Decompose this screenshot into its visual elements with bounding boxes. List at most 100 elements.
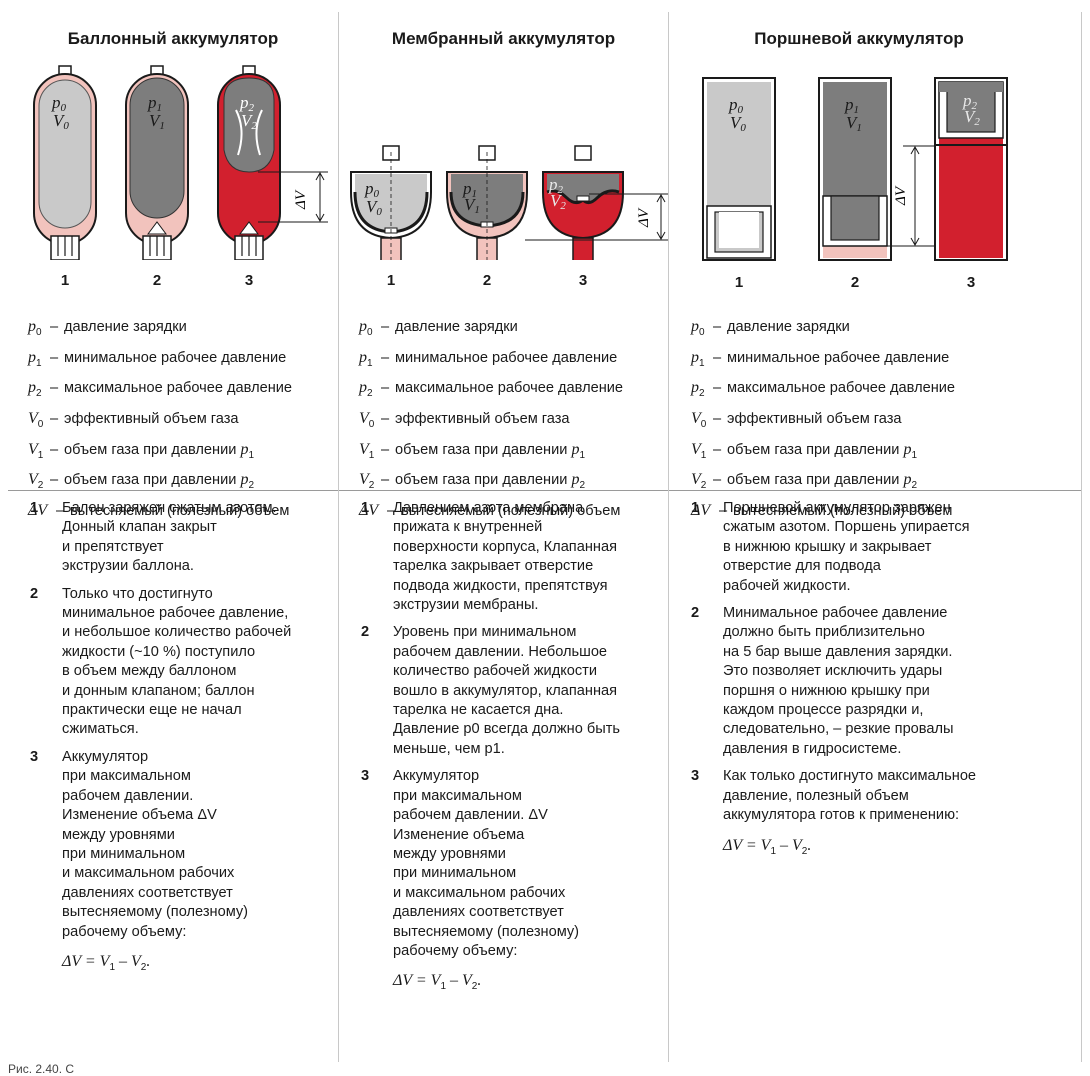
state-number-3: 3 bbox=[578, 272, 588, 289]
column-bladder: Баллонный аккумулятор bbox=[8, 12, 338, 1062]
column-title: Баллонный аккумулятор bbox=[67, 29, 279, 48]
formula-sub-2: 2 bbox=[801, 845, 808, 857]
legend-symbol-subscript: 0 bbox=[368, 419, 375, 431]
delta-v-formula: ΔV = V1 – V2. bbox=[723, 836, 976, 862]
legend-dash: – bbox=[380, 380, 390, 397]
legend-symbol-subscript: 2 bbox=[700, 480, 707, 492]
legend-tail-subscript: 2 bbox=[248, 480, 255, 492]
legend-tail-subscript: 2 bbox=[579, 480, 586, 492]
column-diaphragm: Мембранный аккумулятор bbox=[338, 12, 669, 1062]
legend-text: давление зарядки bbox=[64, 319, 187, 335]
legend-symbol: p2 bbox=[359, 376, 375, 407]
legend-row: ΔV–вытесняемый (полезный) объем bbox=[359, 499, 623, 530]
delta-v-formula: ΔV = V1 – V2. bbox=[393, 971, 620, 997]
step-text: Как только достигнуто максимальное давле… bbox=[723, 768, 977, 824]
legend-symbol: V0 bbox=[359, 407, 375, 438]
legend-row: p1–минимальное рабочее давление bbox=[359, 346, 623, 377]
legend-symbol-letter: p bbox=[359, 348, 367, 366]
legend-symbol-subscript: 0 bbox=[700, 419, 707, 431]
legend-dash: – bbox=[55, 503, 65, 520]
delta-v-dimension: ΔV bbox=[525, 193, 669, 241]
state-number-1: 1 bbox=[734, 274, 744, 291]
formula-sub-1: 1 bbox=[770, 845, 777, 857]
legend-text: давление зарядки bbox=[395, 319, 518, 335]
figure-caption: Рис. 2.40. С bbox=[8, 1062, 75, 1076]
legend-symbol-subscript: 2 bbox=[367, 388, 373, 400]
delta-v-dimension: ΔV bbox=[885, 145, 935, 247]
legend-row: p1–минимальное рабочее давление bbox=[691, 346, 955, 377]
step-text: Аккумулятор при максимальном рабочем дав… bbox=[393, 768, 580, 959]
label-v0: V0 bbox=[730, 113, 746, 134]
legend-symbol-subscript: 0 bbox=[699, 327, 705, 339]
legend-text: максимальное рабочее давление bbox=[64, 380, 293, 397]
legend-symbol-letter: p bbox=[28, 348, 36, 366]
legend-row: V2–объем газа при давлении p2 bbox=[28, 468, 292, 499]
legend-tail-symbol: p1 bbox=[240, 438, 256, 469]
legend-tail-symbol: p2 bbox=[903, 468, 919, 499]
legend-symbol-letter: V bbox=[359, 471, 369, 489]
legend-row: V2–объем газа при давлении p2 bbox=[359, 468, 623, 499]
state-number-2: 2 bbox=[482, 272, 492, 289]
delta-v-dimension: ΔV bbox=[258, 171, 328, 223]
legend-symbol-letter: p bbox=[28, 318, 36, 335]
legend-dash: – bbox=[712, 380, 722, 397]
piston-figure: ΔV p0 V0 p1 V1 p2 V2 bbox=[702, 77, 1008, 261]
legend-symbol: p1 bbox=[691, 346, 707, 377]
legend-tail-subscript: 2 bbox=[911, 480, 918, 492]
step-number: 3 bbox=[691, 768, 700, 785]
label-p2: p2 bbox=[548, 175, 564, 196]
legend-tail-letter: p bbox=[903, 440, 912, 458]
legend-text: эффективный объем газа bbox=[64, 411, 239, 428]
column-title: Поршневой аккумулятор bbox=[754, 29, 964, 48]
bladder-state-3 bbox=[217, 65, 281, 260]
label-v1: V1 bbox=[464, 195, 480, 216]
legend-dash: – bbox=[712, 441, 722, 458]
bladder-figure: ΔV p0 V0 p1 V1 p2 V2 bbox=[33, 65, 328, 260]
legend-row: ΔV–вытесняемый (полезный) объем bbox=[691, 499, 955, 530]
formula-end: . bbox=[477, 972, 482, 990]
legend-symbol-letter: V bbox=[691, 410, 701, 428]
legend-dash: – bbox=[49, 411, 59, 428]
state-number-1: 1 bbox=[60, 272, 70, 289]
legend-symbol: p1 bbox=[359, 346, 375, 377]
label-p1: p1 bbox=[462, 179, 477, 200]
legend-symbol-letter: V bbox=[359, 440, 369, 458]
legend-text: максимальное рабочее давление bbox=[395, 380, 624, 397]
legend-text: минимальное рабочее давление bbox=[395, 349, 618, 366]
formula-lhs: ΔV = V bbox=[393, 972, 441, 990]
divider bbox=[339, 490, 668, 491]
legend-symbol-subscript: 1 bbox=[699, 357, 705, 369]
column-title: Мембранный аккумулятор bbox=[391, 29, 616, 48]
step-text: Балон заряжен сжатым азотом. Донный клап… bbox=[62, 500, 277, 575]
legend-row: V1–объем газа при давлении p1 bbox=[691, 438, 955, 469]
step-text: Давлением азота мембрана прижата к внутр… bbox=[393, 500, 617, 614]
formula-end: . bbox=[807, 836, 812, 854]
legend-row: ΔV–вытесняемый (полезный) объем bbox=[28, 499, 292, 530]
label-p1: p1 bbox=[147, 93, 162, 114]
legend-text: максимальное рабочее давление bbox=[727, 380, 956, 397]
formula-mid: – V bbox=[446, 972, 472, 990]
legend-symbol-letter: p bbox=[691, 318, 699, 335]
legend-row: V2–объем газа при давлении p2 bbox=[691, 468, 955, 499]
legend-symbol: V0 bbox=[28, 407, 44, 438]
label-v0: V0 bbox=[53, 111, 69, 132]
legend-row: V1–объем газа при давлении p1 bbox=[28, 438, 292, 469]
legend-text: объем газа при давлении bbox=[64, 472, 241, 489]
legend-row: V0–эффективный объем газа bbox=[359, 407, 623, 438]
state-number-3: 3 bbox=[244, 272, 254, 289]
legend-row: p0–давление зарядки bbox=[28, 315, 292, 346]
piston-state-1 bbox=[702, 77, 776, 261]
legend-symbol: p2 bbox=[691, 376, 707, 407]
legend-symbol-letter: p bbox=[28, 379, 36, 397]
label-v0: V0 bbox=[366, 197, 382, 218]
legend-row: p0–давление зарядки bbox=[359, 315, 623, 346]
column-piston: Поршневой аккумулятор bbox=[668, 12, 1082, 1062]
legend-symbol: ΔV bbox=[359, 499, 381, 530]
legend-symbol-subscript: 1 bbox=[368, 449, 375, 461]
legend-symbol-letter: ΔV bbox=[28, 502, 48, 520]
legend-symbol-letter: V bbox=[359, 410, 369, 428]
